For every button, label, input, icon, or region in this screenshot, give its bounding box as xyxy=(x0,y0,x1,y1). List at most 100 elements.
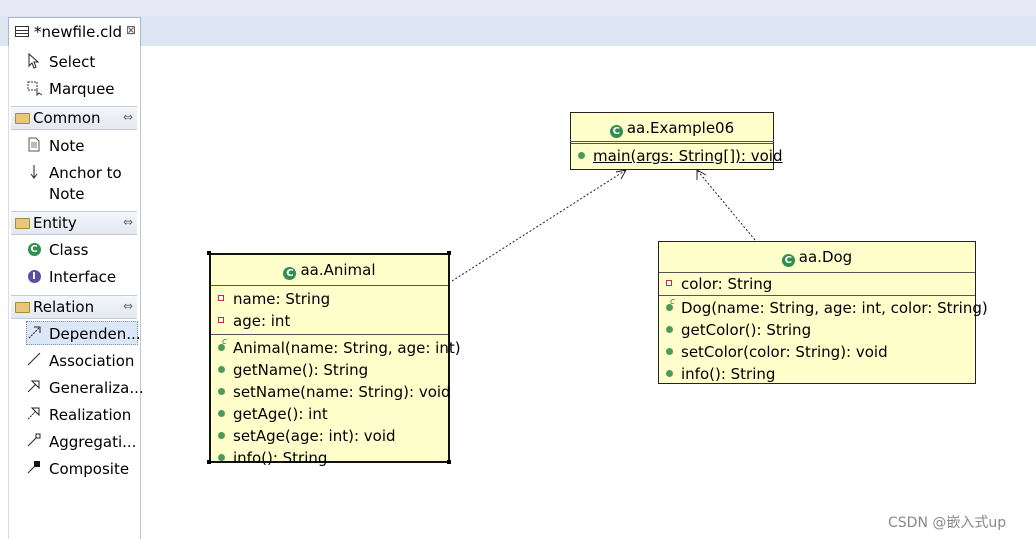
constructor-marker: c xyxy=(222,337,227,347)
anchor-arrow-icon xyxy=(27,164,41,180)
method-text: main(args: String[]): void xyxy=(593,147,783,165)
method-row[interactable]: info(): String xyxy=(659,363,975,385)
palette-item-note[interactable]: Note xyxy=(11,134,137,158)
palette-item-generalization[interactable]: Generaliza... xyxy=(11,376,144,400)
method-text: setAge(age: int): void xyxy=(233,427,396,445)
public-visibility-icon xyxy=(666,326,673,333)
constructor-marker: c xyxy=(670,297,675,307)
interface-icon: I xyxy=(27,268,41,284)
palette-item-dependency[interactable]: Dependen... xyxy=(26,321,141,345)
palette-tool-select[interactable]: Select xyxy=(11,50,137,74)
class-attributes: color: String xyxy=(659,273,975,296)
selection-handle[interactable] xyxy=(207,460,211,464)
palette-item-realization[interactable]: Realization xyxy=(11,403,137,427)
constructor-icon xyxy=(218,344,225,351)
palette-item-label: Anchor to xyxy=(49,164,122,182)
public-visibility-icon xyxy=(218,366,225,373)
attribute-row[interactable]: name: String xyxy=(211,288,448,310)
selection-handle[interactable] xyxy=(447,251,451,255)
method-text: setColor(color: String): void xyxy=(681,343,888,361)
dependency-icon xyxy=(28,325,42,341)
palette-item-composite[interactable]: Composite xyxy=(11,457,137,481)
method-row[interactable]: c Animal(name: String, age: int) xyxy=(211,337,461,359)
palette-item-label: Class xyxy=(49,241,89,259)
pin-icon[interactable]: ⇔ xyxy=(122,299,133,313)
folder-icon xyxy=(15,113,30,124)
palette-item-label: Dependen... xyxy=(49,325,141,343)
dependency-animal-to-example06[interactable] xyxy=(451,169,627,282)
class-methods: c Animal(name: String, age: int) getName(… xyxy=(211,335,461,471)
method-row[interactable]: setName(name: String): void xyxy=(211,381,451,403)
generalization-icon xyxy=(27,379,41,395)
method-row[interactable]: c Dog(name: String, age: int, color: Stri… xyxy=(659,297,988,319)
public-visibility-icon xyxy=(218,388,225,395)
class-separator xyxy=(570,141,774,142)
class-icon: C xyxy=(27,241,41,257)
method-row[interactable]: getAge(): int xyxy=(211,403,448,425)
tool-palette: Select Marquee Common ⇔ Note Anchor to N… xyxy=(8,46,144,539)
palette-drawer-relation[interactable]: Relation ⇔ xyxy=(11,295,137,319)
palette-drawer-entity[interactable]: Entity ⇔ xyxy=(11,211,137,235)
pin-icon[interactable]: ⇔ xyxy=(122,110,133,124)
watermark: CSDN @嵌入式up xyxy=(888,515,1007,531)
palette-item-association[interactable]: Association xyxy=(11,349,137,373)
method-text: setName(name: String): void xyxy=(233,383,451,401)
folder-icon xyxy=(15,302,30,313)
method-text: Dog(name: String, age: int, color: Strin… xyxy=(681,299,988,317)
method-text: Animal(name: String, age: int) xyxy=(233,339,461,357)
window-top-bar xyxy=(0,0,1036,17)
private-visibility-icon xyxy=(666,280,672,286)
composite-icon xyxy=(27,460,41,476)
palette-item-label: Interface xyxy=(49,268,117,286)
attribute-row[interactable]: color: String xyxy=(659,273,975,295)
method-text: info(): String xyxy=(233,449,328,467)
palette-item-anchor-to-note[interactable]: Anchor to Note xyxy=(11,161,137,207)
class-name: aa.Dog xyxy=(798,248,853,266)
palette-drawer-common[interactable]: Common ⇔ xyxy=(11,106,137,130)
attribute-row[interactable]: age: int xyxy=(211,310,448,332)
attribute-text: name: String xyxy=(233,290,331,308)
palette-drawer-label: Entity xyxy=(33,214,77,232)
palette-item-label: Aggregati... xyxy=(49,433,137,451)
note-icon xyxy=(27,137,41,153)
public-visibility-icon xyxy=(578,152,585,159)
method-row[interactable]: getColor(): String xyxy=(659,319,975,341)
class-attributes: name: String age: int xyxy=(211,286,448,335)
editor-tab-newfile[interactable]: *newfile.cld ⊠ xyxy=(8,17,141,47)
palette-item-interface[interactable]: I Interface xyxy=(11,265,137,289)
palette-tool-marquee[interactable]: Marquee xyxy=(11,77,137,101)
method-text: getColor(): String xyxy=(681,321,812,339)
selection-handle[interactable] xyxy=(447,460,451,464)
method-row[interactable]: info(): String xyxy=(211,447,448,469)
method-row[interactable]: getName(): String xyxy=(211,359,448,381)
editor-tab-strip xyxy=(0,16,1036,46)
selection-handle[interactable] xyxy=(207,251,211,255)
private-visibility-icon xyxy=(218,295,224,301)
public-visibility-icon xyxy=(218,432,225,439)
palette-item-label: Composite xyxy=(49,460,130,478)
marquee-icon xyxy=(27,80,43,97)
attribute-text: color: String xyxy=(681,275,773,293)
class-name: aa.Example06 xyxy=(626,119,735,137)
class-diagram-file-icon xyxy=(15,26,29,37)
folder-icon xyxy=(15,218,30,229)
dependency-dog-to-example06[interactable] xyxy=(696,169,756,241)
method-row[interactable]: main(args: String[]): void xyxy=(571,144,782,168)
close-icon[interactable]: ⊠ xyxy=(126,23,137,37)
palette-item-label: Note xyxy=(49,137,85,155)
public-visibility-icon xyxy=(218,454,225,461)
method-row[interactable]: setAge(age: int): void xyxy=(211,425,448,447)
palette-item-class[interactable]: C Class xyxy=(11,238,137,262)
relation-layer xyxy=(451,169,756,282)
palette-item-aggregation[interactable]: Aggregati... xyxy=(11,430,137,454)
palette-drawer-label: Relation xyxy=(33,298,95,316)
pin-icon[interactable]: ⇔ xyxy=(122,215,133,229)
method-text: getName(): String xyxy=(233,361,369,379)
method-row[interactable]: setColor(color: String): void xyxy=(659,341,975,363)
public-visibility-icon xyxy=(666,348,673,355)
